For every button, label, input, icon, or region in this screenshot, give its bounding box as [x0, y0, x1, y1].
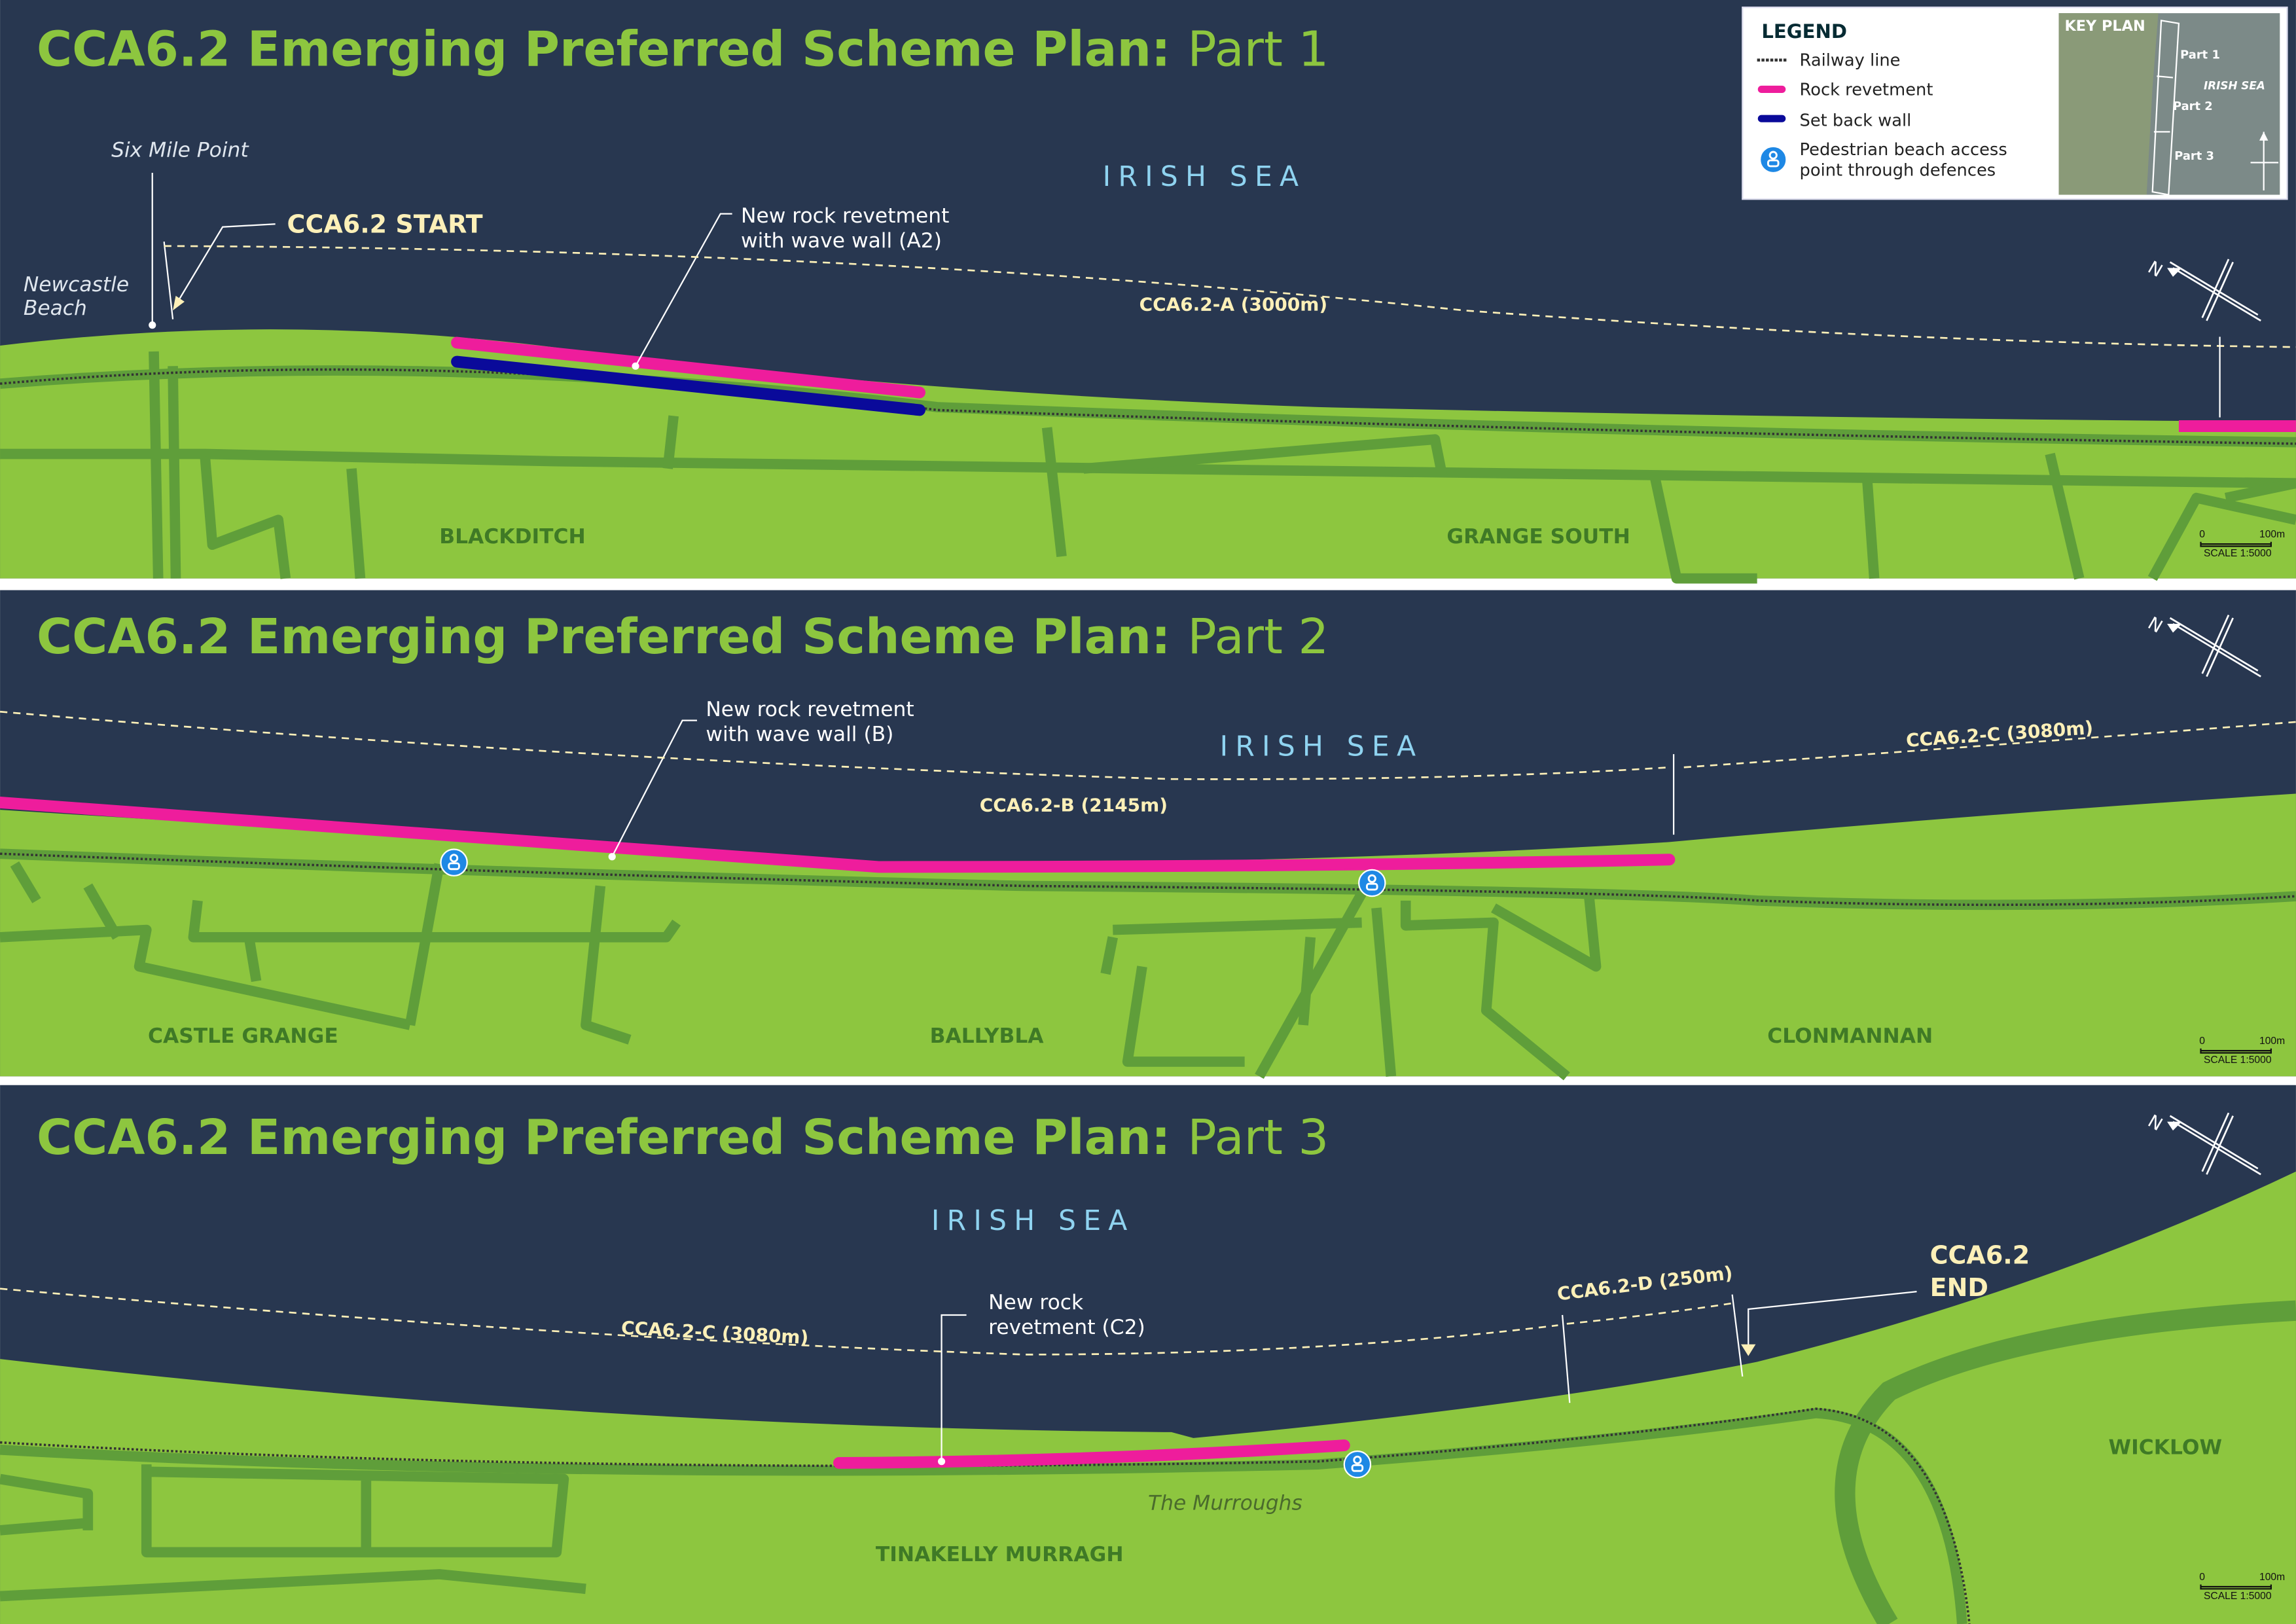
- callout-b-line1: New rock revetment: [706, 698, 914, 721]
- scale-bar: 0 100m SCALE 1:5000: [2199, 529, 2285, 559]
- newcastle-beach-label-1: Newcastle: [24, 273, 129, 297]
- end-label-1: CCA6.2: [1930, 1241, 2030, 1270]
- place-ballybla: BALLYBLA: [930, 1024, 1045, 1048]
- rock-revetment-c2: [833, 1439, 1350, 1469]
- start-label: CCA6.2 START: [287, 210, 483, 239]
- svg-text:IRISH SEA: IRISH SEA: [2204, 79, 2265, 92]
- callout-a2-line1: New rock revetment: [741, 204, 949, 228]
- svg-text:100m: 100m: [2259, 1572, 2285, 1583]
- svg-text:0: 0: [2199, 1036, 2205, 1047]
- callout-c2-line2: revetment (C2): [988, 1316, 1145, 1339]
- sea-label: IRISH SEA: [931, 1205, 1135, 1237]
- pedestrian-access-icon[interactable]: [1357, 869, 1386, 897]
- six-mile-point-label: Six Mile Point: [111, 138, 249, 162]
- svg-text:SCALE 1:5000: SCALE 1:5000: [2204, 1055, 2272, 1066]
- svg-text:Part 1: Part 1: [2180, 48, 2220, 62]
- pedestrian-access-icon[interactable]: [440, 848, 469, 877]
- land-area: [0, 793, 2296, 1077]
- legend-rock-revetment: Rock revetment: [1800, 80, 1933, 99]
- end-label-2: END: [1930, 1273, 1988, 1302]
- rock-revetment-a2: [451, 336, 925, 399]
- place-clonmannan: CLONMANNAN: [1767, 1024, 1933, 1048]
- panel-1-title: CCA6.2 Emerging Preferred Scheme Plan: P…: [37, 22, 1329, 78]
- land-area: [0, 1171, 2296, 1624]
- key-plan-title: KEY PLAN: [2064, 18, 2145, 35]
- pedestrian-access-icon: [1759, 145, 1787, 174]
- legend-set-back-wall: Set back wall: [1800, 111, 1912, 130]
- railway-line: [0, 1407, 1971, 1624]
- place-wicklow: WICKLOW: [2109, 1435, 2222, 1459]
- legend: LEGEND Railway line Rock revetment Set b…: [1742, 7, 2288, 200]
- svg-text:100m: 100m: [2259, 529, 2285, 540]
- svg-text:SCALE 1:5000: SCALE 1:5000: [2204, 548, 2272, 559]
- place-blackditch: BLACKDITCH: [439, 525, 585, 549]
- svg-text:Part 3: Part 3: [2174, 149, 2214, 163]
- legend-title: LEGEND: [1761, 20, 1847, 43]
- place-grange-south: GRANGE SOUTH: [1446, 525, 1630, 549]
- callout-b-line2: with wave wall (B): [706, 723, 893, 746]
- land-area: [0, 329, 2296, 579]
- sea-label: IRISH SEA: [1220, 731, 1424, 763]
- place-castle-grange: CASTLE GRANGE: [148, 1024, 338, 1048]
- roads: [0, 351, 2296, 584]
- segment-b-label: CCA6.2-B (2145m): [980, 794, 1168, 816]
- newcastle-beach-label-2: Beach: [24, 297, 87, 320]
- panel-3-title: CCA6.2 Emerging Preferred Scheme Plan: P…: [37, 1110, 1329, 1166]
- panel-part-3: CCA6.2 Emerging Preferred Scheme Plan: P…: [0, 1085, 2296, 1624]
- svg-text:Part 2: Part 2: [2173, 99, 2213, 113]
- panel-2-title: CCA6.2 Emerging Preferred Scheme Plan: P…: [37, 609, 1329, 665]
- svg-text:0: 0: [2199, 1572, 2205, 1583]
- scale-bar: 0 100m SCALE 1:5000: [2199, 1036, 2285, 1066]
- scale-bar: 0 100m SCALE 1:5000: [2199, 1572, 2285, 1602]
- panel-part-1: CCA6.2 Emerging Preferred Scheme Plan: P…: [0, 0, 2296, 584]
- legend-pedestrian-2: point through defences: [1800, 160, 1996, 180]
- panel-part-2: CCA6.2 Emerging Preferred Scheme Plan: P…: [0, 590, 2296, 1081]
- set-back-wall: [451, 355, 925, 416]
- legend-pedestrian-1: Pedestrian beach access: [1800, 140, 2007, 160]
- svg-text:100m: 100m: [2259, 1036, 2285, 1047]
- place-tinakelly-murragh: TINAKELLY MURRAGH: [876, 1543, 1124, 1566]
- svg-text:0: 0: [2199, 529, 2205, 540]
- pedestrian-access-icon[interactable]: [1343, 1450, 1372, 1479]
- svg-text:SCALE 1:5000: SCALE 1:5000: [2204, 1591, 2272, 1602]
- rock-revetment-b: [0, 797, 1676, 873]
- the-murroughs-label: The Murroughs: [1148, 1492, 1302, 1515]
- key-plan-map: KEY PLAN Part 1 Part 2 Part 3 IRISH SEA: [2058, 13, 2280, 196]
- legend-railway: Railway line: [1800, 51, 1901, 71]
- callout-a2-line2: with wave wall (A2): [741, 229, 942, 253]
- sea-label: IRISH SEA: [1103, 161, 1306, 193]
- callout-c2-line1: New rock: [988, 1291, 1084, 1314]
- segment-a-label: CCA6.2-A (3000m): [1139, 293, 1328, 315]
